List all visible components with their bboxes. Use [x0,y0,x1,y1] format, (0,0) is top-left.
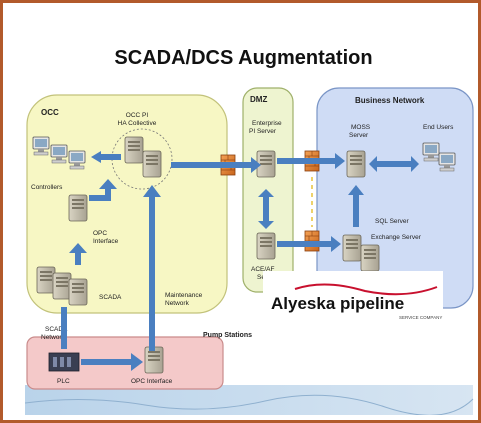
arrow-acaf-to-sql-head [331,236,341,252]
logo-tagline: SERVICE COMPANY [399,315,442,320]
maintenance-network-label-line1: Maintenance [165,292,203,299]
controller-pc-1 [32,136,50,156]
pump-opc-interface-label: OPC Interface [131,378,173,385]
arrow-enterprise-acaf-down [258,221,274,229]
arrow-pi-to-controllers [91,151,121,163]
arrow-acaf-to-sql-shaft [277,241,335,247]
end-user-pc-2 [438,152,456,172]
opc-interface-server [68,194,88,222]
opc-interface-label-line1: OPC [93,230,107,237]
network-diagram: Business Network DMZ OCC Pump Stations O… [25,87,474,415]
scada-server-3 [68,278,88,306]
business-network-label: Business Network [355,96,425,105]
scada-network-label-line2: Network [41,334,66,341]
plc-label: PLC [57,378,70,385]
scada-network-label-line1: SCADA [45,326,68,333]
moss-server [346,150,366,178]
map-coastline [25,394,474,415]
arrow-scada-network-shaft [61,307,67,349]
pump-stations-label: Pump Stations [203,332,252,339]
arrow-enterprise-to-moss-head [335,153,345,169]
arrow-scada-to-opc [69,243,87,265]
logo-swoosh [294,283,438,296]
arrow-opc-to-pi-shaft [89,195,107,201]
exchange-server [360,244,380,272]
scada-label: SCADA [99,294,122,301]
plc-slot [53,357,57,367]
occ-pi-server-1 [124,136,144,164]
arrow-moss-users-shaft [375,161,413,167]
arrow-enterprise-acaf-up [258,189,274,197]
arrow-opc-to-pi [99,179,117,201]
sql-server-label: SQL Server [375,218,410,225]
sql-server [342,234,362,262]
exchange-server-label: Exchange Server [371,234,422,241]
acaf-label-line2: Ser [257,274,268,281]
arrow-pi-to-dmz-head [251,157,261,173]
controllers-label: Controllers [31,184,63,191]
end-user-pc-1 [422,142,440,162]
acaf-label-line1: ACE/AF [251,266,275,273]
dmz-label: DMZ [250,95,267,104]
arrow-pi-to-dmz-shaft [171,162,255,168]
occ-label: OCC [41,108,59,117]
connection-arrows [61,151,419,371]
moss-label-line2: Server [349,132,369,139]
plc-slot [67,357,71,367]
controller-pc-2 [50,144,68,164]
acaf-server [256,232,276,260]
occ-pi-server-2 [142,150,162,178]
logo-box [263,271,443,327]
ha-collective-circle [111,128,173,190]
arrow-plc-opc-head [131,353,143,371]
arrow-maintenance-shaft [149,195,155,351]
moss-label-line1: MOSS [351,124,371,131]
arrow-moss-users-left [369,156,377,172]
scada-server-1 [36,266,56,294]
dmz-zone [242,87,294,293]
opc-interface-label-line2: Interface [93,238,119,245]
controller-pc-3 [68,150,86,170]
maintenance-network-label-line2: Network [165,300,190,307]
arrow-enterprise-to-moss-shaft [277,158,339,164]
scada-server-2 [52,272,72,300]
arrow-sql-to-moss-head [348,185,364,195]
arrow-plc-opc-shaft [81,359,133,365]
logo-wordmark: Alyeska pipeline [271,294,404,313]
enterprise-pi-label-line1: Enterprise [252,120,282,127]
arrow-maintenance-head [143,185,161,197]
enterprise-pi-label-line2: PI Server [249,128,277,135]
arrow-enterprise-acaf-shaft [263,195,269,223]
plc-slot [60,357,64,367]
slide-title: SCADA/DCS Augmentation [114,47,373,69]
end-users-label: End Users [423,124,454,131]
arrow-moss-users-right [411,156,419,172]
occ-pi-label-line1: OCC PI [126,112,149,119]
occ-pi-label-line2: HA Collective [118,120,157,127]
arrow-sql-to-moss-shaft [353,193,359,227]
